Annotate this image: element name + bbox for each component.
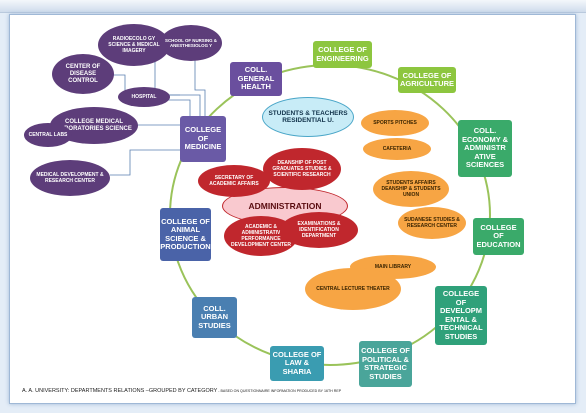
college-engineering: COLLEGE OF ENGINEERING	[313, 41, 372, 68]
unit-disease-control: CENTER OF DISEASE CONTROL	[52, 54, 114, 94]
service-student-affairs: STUDENTS AFFAIRS DEANSHIP & STUDENTS UNI…	[373, 171, 449, 207]
college-education: COLLEGE OF EDUCATION	[473, 218, 524, 255]
connector-med-dev	[110, 149, 185, 176]
college-medicine: COLLEGE OF MEDICINE	[180, 116, 226, 162]
unit-medical-development: MEDICAL DEVELOPMENT & RESEARCH CENTER	[30, 160, 110, 196]
service-sports-pitches: SPORTS PITCHES	[361, 110, 429, 136]
unit-radioecology: RADIOECOLO GY SCIENCE & MEDICAL IMAGERY	[98, 24, 170, 66]
college-urban: COLL. URBAN STUDIES	[192, 297, 237, 338]
college-animal: COLLEGE OF ANIMAL SCIENCE & PRODUCTION	[160, 208, 211, 261]
admin-deanship-postgrad: DEANSHIP OF POST GRADUATES STUDIES & SCI…	[263, 148, 341, 190]
diagram-caption: A. A. UNIVERSITY: DEPARTMENTS RELATIONS …	[22, 388, 341, 394]
admin-examinations: EXAMINATIONS & IDENTIFICATION DEPARTMENT	[280, 212, 358, 248]
caption-main: A. A. UNIVERSITY: DEPARTMENTS RELATIONS …	[22, 388, 218, 394]
college-economy: COLL. ECONOMY & ADMINISTR ATIVE SCIENCES	[458, 120, 512, 177]
unit-nursing-school: SCHOOL OF NURSING & ANESTHESIOLOG Y	[160, 25, 222, 61]
service-cafeteria: CAFETERIA	[363, 138, 431, 160]
college-law: COLLEGE OF LAW & SHARIA	[270, 346, 324, 381]
unit-hospital: HOSPITAL	[118, 87, 170, 107]
service-sudanese-studies: SUDANESE STUDIES & RESEARCH CENTER	[398, 207, 466, 239]
residential-unit: STUDENTS & TEACHERS RESIDENTIAL U.	[262, 97, 354, 137]
service-lecture-theater: CENTRAL LECTURE THEATER	[305, 268, 401, 310]
college-agriculture: COLLEGE OF AGRICULTURE	[398, 67, 456, 93]
college-development: COLLEGE OF DEVELOPM ENTAL & TECHNICAL ST…	[435, 286, 487, 345]
admin-secretary: SECRETARY OF ACADEMIC AFFAIRS	[198, 165, 270, 197]
window-top-bar	[0, 0, 586, 13]
caption-note: - BASED ON QUESTIONNAIRE INFORMATION PRO…	[217, 389, 342, 393]
unit-central-labs: CENTRAL LABS	[24, 123, 72, 147]
college-political: COLLEGE OF POLITICAL & STRATEGIC STUDIES	[359, 341, 412, 387]
college-health: COLL. GENERAL HEALTH	[230, 62, 282, 96]
